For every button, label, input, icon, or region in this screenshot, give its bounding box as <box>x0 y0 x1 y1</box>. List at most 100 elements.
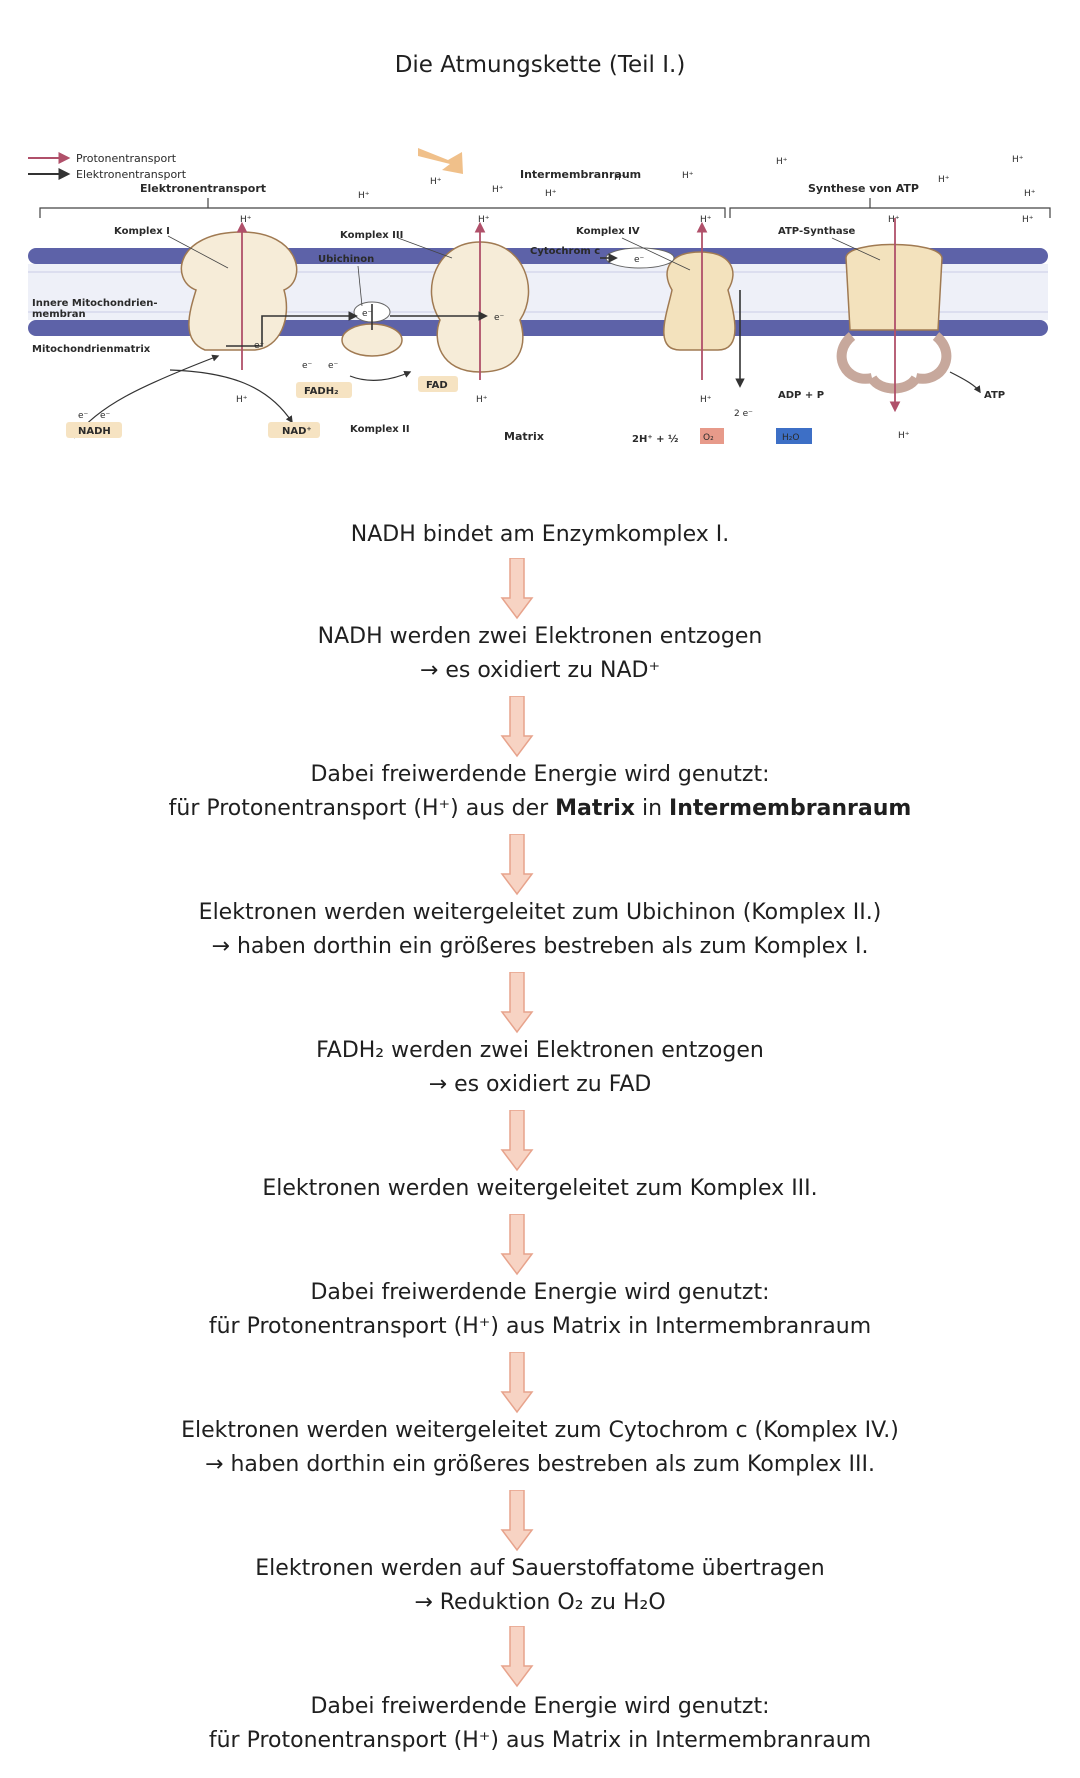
electron-label: e⁻ <box>254 341 265 351</box>
legend-electron: Elektronentransport <box>76 168 187 181</box>
step-text: für Protonentransport (H⁺) aus der <box>168 796 556 821</box>
step-line: Elektronen werden auf Sauerstoffatome üb… <box>255 1556 825 1581</box>
step-9: Elektronen werden auf Sauerstoffatome üb… <box>0 1552 1080 1620</box>
step-line: Elektronen werden weitergeleitet zum Ubi… <box>198 900 882 925</box>
step-line: für Protonentransport (H⁺) aus Matrix in… <box>208 1314 872 1339</box>
h-plus-label: H⁺ <box>1024 189 1036 199</box>
electron-label: e⁻ <box>328 361 339 371</box>
step-line: NADH bindet am Enzymkomplex I. <box>350 522 730 547</box>
label-oxygen-equation: 2H⁺ + ½ <box>632 434 678 445</box>
h-plus-label: H⁺ <box>478 215 490 225</box>
step-line: FADH₂ werden zwei Elektronen entzogen <box>316 1038 764 1063</box>
down-arrow-icon <box>500 1626 534 1688</box>
h-plus-label: H⁺ <box>545 189 557 199</box>
down-arrow-icon <box>500 1490 534 1552</box>
step-5: FADH₂ werden zwei Elektronen entzogen → … <box>0 1034 1080 1102</box>
step-line: Dabei freiwerdende Energie wird genutzt: <box>310 762 770 787</box>
h-plus-label: H⁺ <box>776 157 788 167</box>
label-inner-membrane-1: Innere Mitochondrien- <box>32 298 158 309</box>
h-plus-label: H⁺ <box>236 395 248 405</box>
electron-label: e⁻ <box>302 361 313 371</box>
down-arrow-icon <box>500 1214 534 1276</box>
h-plus-label: H⁺ <box>358 191 370 201</box>
step-6: Elektronen werden weitergeleitet zum Kom… <box>0 1172 1080 1206</box>
step-bold-text: Matrix <box>555 796 635 821</box>
electron-label: e⁻ <box>494 313 505 323</box>
step-3: Dabei freiwerdende Energie wird genutzt:… <box>0 758 1080 826</box>
h-plus-label: H⁺ <box>938 175 950 185</box>
label-two-electrons: 2 e⁻ <box>734 409 753 419</box>
label-atp-synthase: ATP-Synthase <box>778 226 856 237</box>
complex-2: e⁻ Komplex III Ubichinon <box>318 230 403 357</box>
step-4: Elektronen werden weitergeleitet zum Ubi… <box>0 896 1080 964</box>
label-nadh: NADH <box>78 426 111 437</box>
matrix-side: e⁻ e⁻ NADH NAD⁺ H⁺ Komplex II e⁻ e⁻ FADH… <box>66 354 910 445</box>
h-plus-label: H⁺ <box>1022 215 1034 225</box>
h-plus-label: H⁺ <box>700 395 712 405</box>
label-fad: FAD <box>426 380 448 391</box>
step-1: NADH bindet am Enzymkomplex I. <box>0 518 1080 552</box>
step-line: → Reduktion O₂ zu H₂O <box>414 1590 666 1615</box>
header-electron-transport: Elektronentransport <box>140 182 266 195</box>
pointer-arrow-icon <box>418 148 463 174</box>
step-line: → es oxidiert zu FAD <box>428 1072 652 1097</box>
step-line: → haben dorthin ein größeres bestreben a… <box>211 934 869 959</box>
step-line: → es oxidiert zu NAD⁺ <box>419 658 661 683</box>
h-plus-label: H⁺ <box>700 215 712 225</box>
h-plus-label: H⁺ <box>476 395 488 405</box>
complex-1: Komplex I <box>114 221 298 370</box>
label-mitochondrial-matrix: Mitochondrienmatrix <box>32 344 151 355</box>
label-ubiquinone: Ubichinon <box>318 254 374 265</box>
legend-proton: Protonentransport <box>76 152 177 165</box>
h-plus-label: H⁺ <box>492 185 504 195</box>
label-adp-p: ADP + P <box>778 390 824 401</box>
step-7: Dabei freiwerdende Energie wird genutzt:… <box>0 1276 1080 1344</box>
h-plus-label: H⁺ <box>614 173 626 183</box>
down-arrow-icon <box>500 696 534 758</box>
down-arrow-icon <box>500 834 534 896</box>
label-o2: O₂ <box>703 433 714 443</box>
electron-label: e⁻ <box>634 255 645 265</box>
label-fadh2: FADH₂ <box>304 386 338 397</box>
step-8: Elektronen werden weitergeleitet zum Cyt… <box>0 1414 1080 1482</box>
h-plus-label: H⁺ <box>898 431 910 441</box>
h-plus-label: H⁺ <box>240 215 252 225</box>
step-bold-text: Intermembranraum <box>669 796 912 821</box>
header-brackets <box>39 198 1051 218</box>
down-arrow-icon <box>500 1352 534 1414</box>
page-title: Die Atmungskette (Teil I.) <box>394 52 686 78</box>
down-arrow-icon <box>500 558 534 620</box>
down-arrow-icon <box>500 972 534 1034</box>
step-10: Dabei freiwerdende Energie wird genutzt:… <box>0 1690 1080 1758</box>
step-line: für Protonentransport (H⁺) aus der Matri… <box>0 792 1080 826</box>
h-plus-label: H⁺ <box>430 177 442 187</box>
step-line: Dabei freiwerdende Energie wird genutzt: <box>310 1694 770 1719</box>
step-line: Dabei freiwerdende Energie wird genutzt: <box>310 1280 770 1305</box>
electron-label: e⁻ <box>100 411 111 421</box>
complex-4: e⁻ Komplex IV Cytochrom c <box>530 221 745 388</box>
h-plus-label: H⁺ <box>888 215 900 225</box>
electron-path <box>226 253 618 347</box>
complex-3 <box>397 221 530 380</box>
intermembrane-protons: H⁺ H⁺ H⁺ H⁺ H⁺ H⁺ H⁺ H⁺ H⁺ H⁺ H⁺ H⁺ H⁺ H… <box>240 155 1036 225</box>
legend: Protonentransport Elektronentransport <box>28 152 187 181</box>
label-cytochrome-c: Cytochrom c <box>530 246 600 257</box>
h-plus-label: H⁺ <box>682 171 694 181</box>
label-atp: ATP <box>984 390 1005 401</box>
atp-synthase: ATP-Synthase ADP + P ATP <box>778 218 1005 413</box>
down-arrow-icon <box>500 1110 534 1172</box>
label-inner-membrane-2: membran <box>32 309 86 320</box>
h-plus-label: H⁺ <box>1012 155 1024 165</box>
electron-label: e⁻ <box>78 411 89 421</box>
label-complex-1: Komplex I <box>114 226 170 237</box>
header-atp-synthesis: Synthese von ATP <box>808 182 919 195</box>
header-intermembrane: Intermembranraum <box>520 168 641 181</box>
label-matrix: Matrix <box>504 430 544 443</box>
label-complex-2: Komplex II <box>350 424 410 435</box>
step-2: NADH werden zwei Elektronen entzogen → e… <box>0 620 1080 688</box>
label-nad-plus: NAD⁺ <box>282 426 312 437</box>
step-line: für Protonentransport (H⁺) aus Matrix in… <box>208 1728 872 1753</box>
step-line: → haben dorthin ein größeres bestreben a… <box>205 1452 875 1477</box>
step-line: NADH werden zwei Elektronen entzogen <box>317 624 763 649</box>
electron-label: e⁻ <box>362 309 373 319</box>
